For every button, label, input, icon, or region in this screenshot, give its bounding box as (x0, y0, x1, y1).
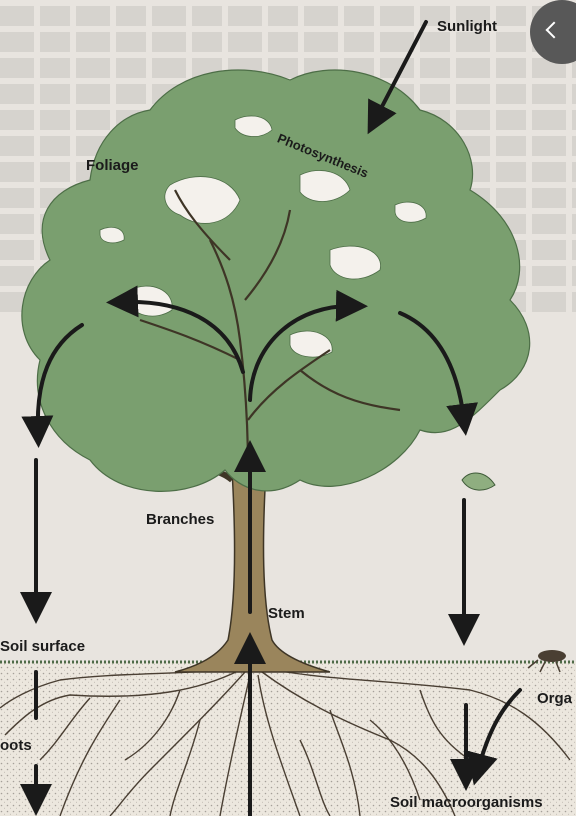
foliage-canopy (21, 69, 531, 492)
trunk (174, 469, 331, 673)
falling-leaf (461, 472, 496, 491)
label-soil-surface: Soil surface (0, 638, 86, 655)
label-stem: Stem (268, 605, 305, 622)
label-foliage: Foliage (86, 157, 139, 174)
organism-insect (527, 650, 566, 673)
overlay-button[interactable] (530, 0, 576, 64)
label-organisms: Orga (537, 690, 573, 707)
arrow-stem-to-right-foliage (248, 289, 368, 402)
arrow-foliage-drop-left (21, 323, 84, 448)
sunlight-arrow (367, 20, 428, 135)
label-soil-macroorganisms: Soil macroorganisms (390, 794, 543, 811)
label-roots: oots (0, 737, 32, 754)
root-system (0, 667, 571, 816)
arrow-organisms-to-macroorganisms (466, 688, 522, 786)
label-sunlight: Sunlight (437, 18, 497, 35)
label-branches: Branches (146, 511, 215, 528)
arrow-stem-to-left-foliage (106, 285, 245, 374)
flow-arrows (20, 20, 522, 816)
arrow-foliage-drop-right (398, 311, 478, 436)
canopy-branches (139, 189, 401, 471)
